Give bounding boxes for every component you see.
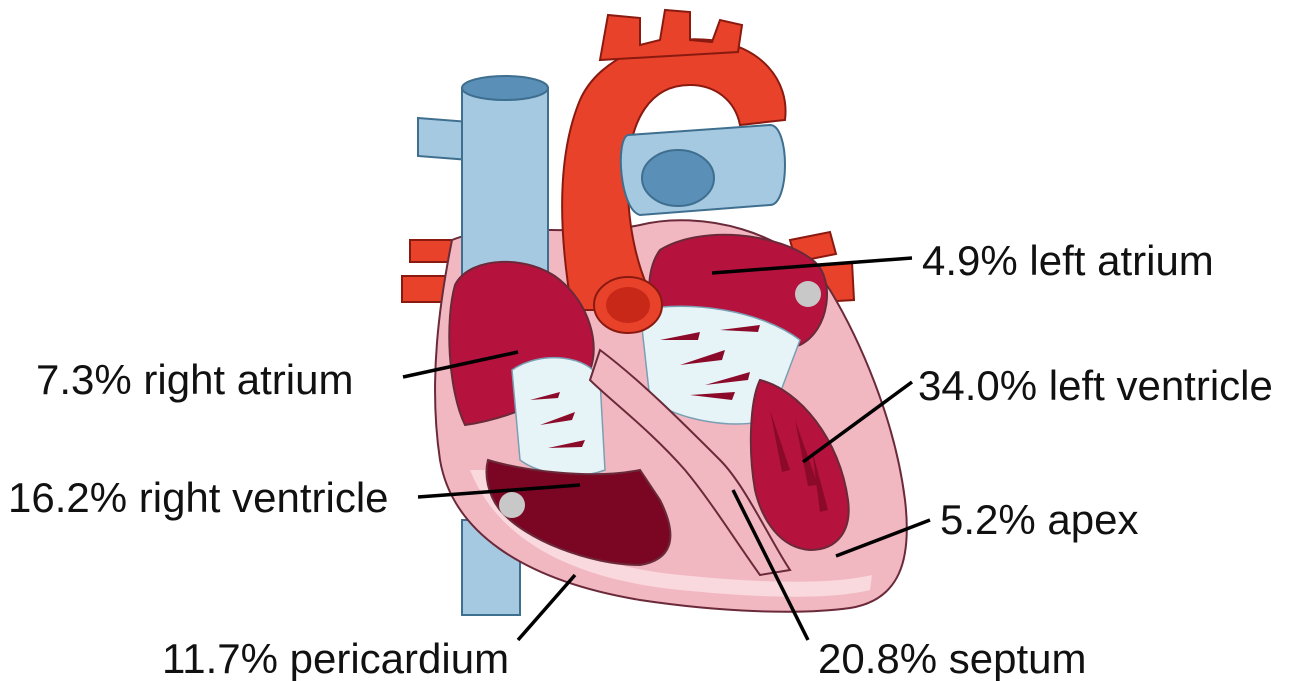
right-ventricle-dot <box>499 492 525 518</box>
label-left-ventricle: 34.0% left ventricle <box>918 362 1273 409</box>
label-pericardium: 11.7% pericardium <box>162 635 509 681</box>
pulmonary-artery-opening <box>642 150 714 206</box>
left-atrium-dot <box>795 281 821 307</box>
aortic-branches <box>600 10 742 60</box>
superior-vena-cava-opening <box>462 76 548 100</box>
label-left-atrium: 4.9% left atrium <box>922 237 1214 284</box>
heart-illustration <box>402 10 907 615</box>
label-apex: 5.2% apex <box>940 496 1138 543</box>
label-right-ventricle: 16.2% right ventricle <box>8 474 389 521</box>
label-septum: 20.8% septum <box>818 635 1087 681</box>
aortic-valve-inner <box>606 287 650 323</box>
label-right-atrium: 7.3% right atrium <box>36 356 353 403</box>
leader-pericardium <box>518 575 575 640</box>
